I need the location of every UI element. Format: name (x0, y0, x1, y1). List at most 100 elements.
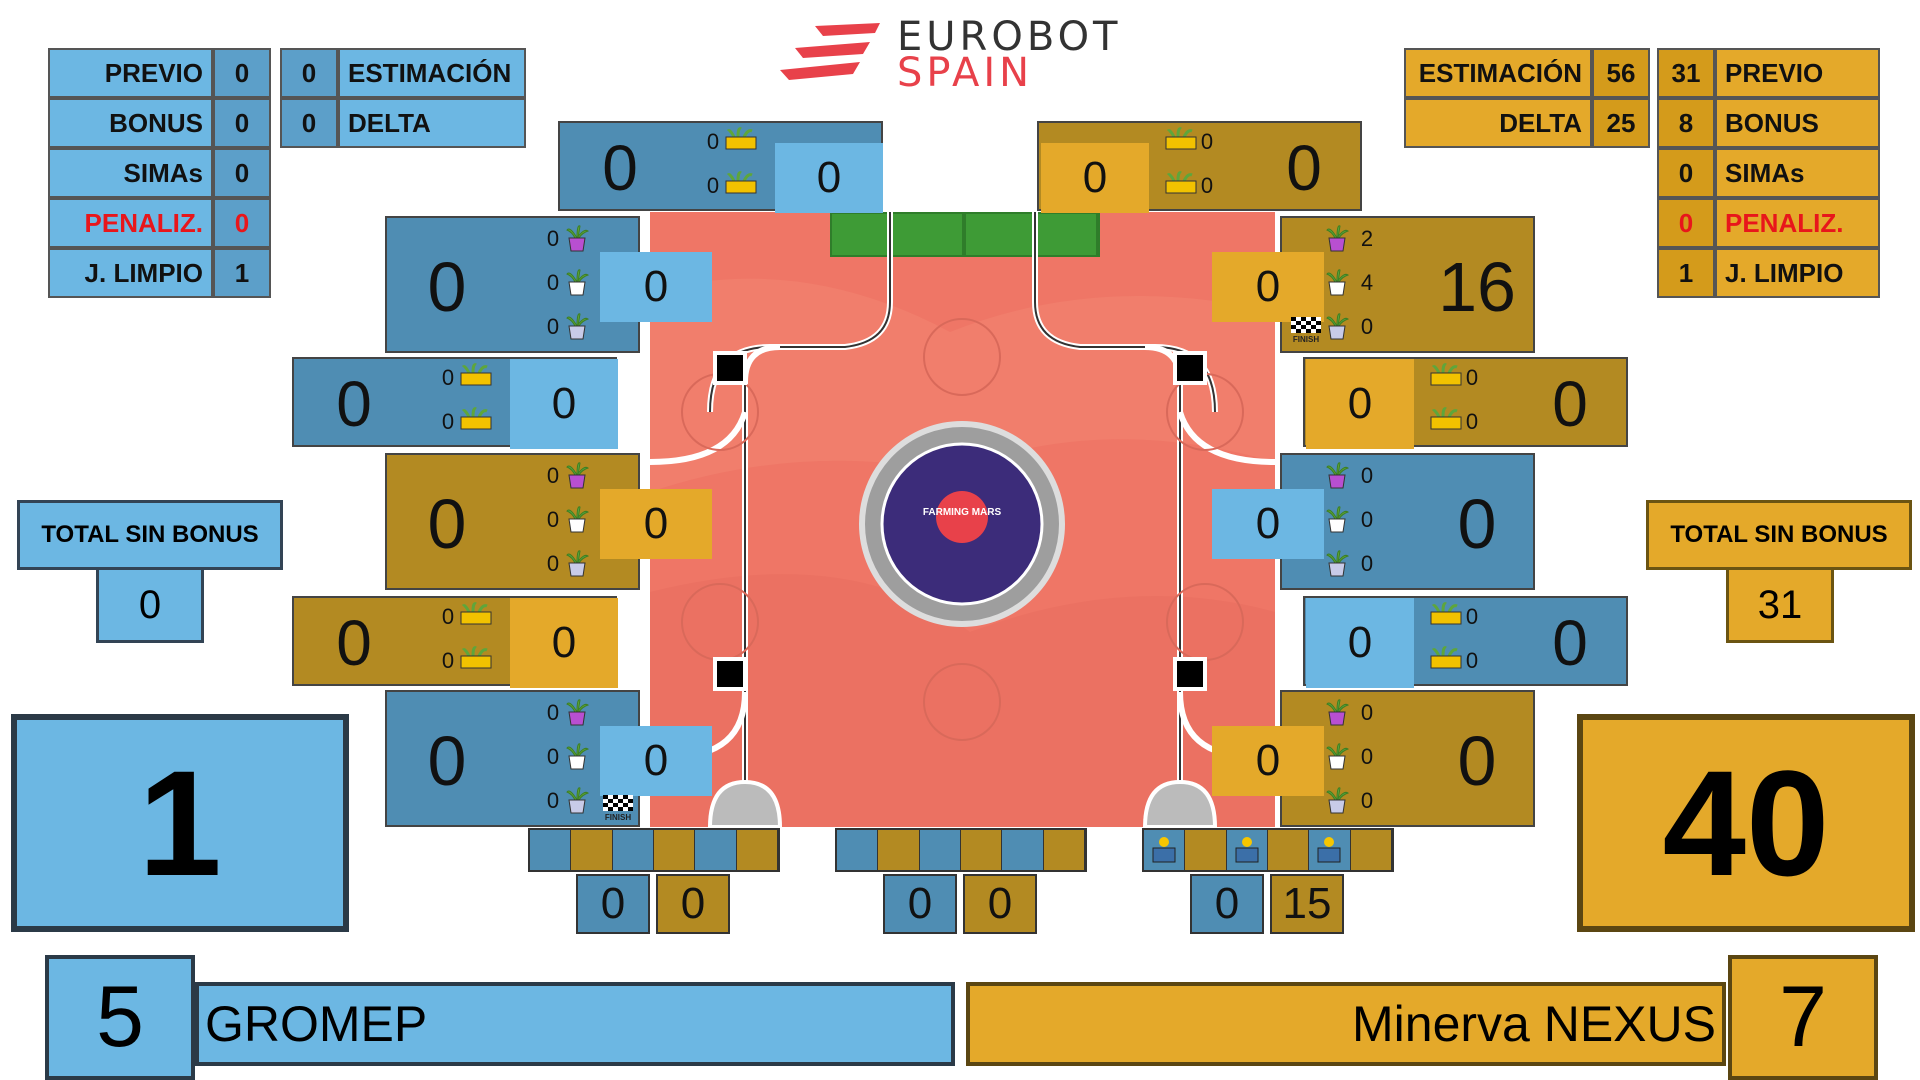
blue-score: 1 (11, 714, 349, 932)
aruco-marker-icon (713, 351, 747, 385)
zone-main-count: 0 (427, 721, 467, 800)
solar-panel-slot (653, 830, 696, 870)
zone-main-count: 0 (427, 484, 467, 563)
plant-pot-icon (1324, 312, 1358, 340)
solar-panel-slot (612, 830, 654, 870)
stat-value: 8 (1657, 98, 1715, 148)
solar-panel-strip (835, 828, 1087, 872)
zone-item-count: 0 (546, 463, 560, 488)
planter-tray-icon (724, 171, 758, 197)
zone-inner-count: 0 (600, 252, 712, 322)
zone-item-count: 0 (1360, 314, 1374, 339)
planter-tray-icon (459, 363, 493, 389)
finish-label: FINISH (1292, 335, 1320, 344)
plant-pot-icon (1324, 268, 1358, 296)
finish-flag-icon: FINISH (1286, 317, 1326, 345)
solar-yellow-count: 0 (963, 874, 1037, 934)
zone-item-count: 0 (546, 314, 560, 339)
scoring-zone: 0 0 0 0 (1037, 121, 1362, 213)
zone-main-count: 0 (1286, 132, 1322, 204)
stat-value: 1 (213, 248, 271, 298)
solar-yellow-count: 15 (1270, 874, 1344, 934)
plant-pot-icon (564, 505, 598, 533)
solar-panel-icon (1144, 830, 1186, 870)
stat-label: PENALIZ. (1715, 198, 1880, 248)
yellow-team-name: Minerva NEXUS (966, 982, 1726, 1066)
plant-pot-icon (564, 698, 598, 726)
plant-pot-icon (564, 224, 598, 252)
stat-label: PREVIO (48, 48, 213, 98)
stat-value: 0 (213, 198, 271, 248)
stat-label: DELTA (1404, 98, 1592, 148)
zone-main-count: 0 (336, 368, 372, 440)
zone-main-count: 0 (336, 607, 372, 679)
plant-pot-icon (1324, 461, 1358, 489)
zone-item-count: 0 (1200, 173, 1214, 198)
solar-panel-slot (878, 830, 920, 870)
plant-pot-icon (1324, 549, 1358, 577)
zone-item-count: 0 (1360, 700, 1374, 725)
solar-panel-slot (571, 830, 613, 870)
zone-inner-count: 0 (1306, 359, 1414, 449)
zone-item-count: 0 (546, 788, 560, 813)
plant-pot-icon (1324, 224, 1358, 252)
solar-panel-slot (960, 830, 1003, 870)
zone-item-count: 2 (1360, 226, 1374, 251)
plant-pot-icon (564, 786, 598, 814)
solar-panel-icon (1309, 830, 1351, 870)
zone-inner-count: 0 (1306, 598, 1414, 688)
stat-label: SIMAs (48, 148, 213, 198)
plant-pot-icon (1324, 505, 1358, 533)
stat-label: PREVIO (1715, 48, 1880, 98)
zone-inner-count: 0 (775, 143, 883, 213)
scoring-zone: 0 0 0 0 0 (385, 690, 712, 827)
zone-item-count: 0 (546, 744, 560, 769)
zone-item-count: 0 (1200, 129, 1214, 154)
playing-field: FARMING MARS (650, 212, 1275, 827)
stat-value: 1 (1657, 248, 1715, 298)
center-badge: FARMING MARS (922, 507, 1002, 518)
zone-item-count: 0 (1465, 648, 1479, 673)
zone-item-count: 0 (546, 270, 560, 295)
aruco-marker-icon (1173, 351, 1207, 385)
zone-item-count: 0 (546, 226, 560, 251)
brand-line2: SPAIN (897, 50, 1034, 96)
zone-item-count: 0 (1360, 507, 1374, 532)
plant-pot-icon (564, 312, 598, 340)
planter-tray-icon (1429, 407, 1463, 433)
zone-inner-count: 0 (1212, 489, 1324, 559)
stat-value: 31 (1657, 48, 1715, 98)
solar-panel-icon (1226, 830, 1268, 870)
zone-inner-count: 0 (1041, 143, 1149, 213)
solar-blue-count: 0 (1190, 874, 1264, 934)
stat-label: J. LIMPIO (48, 248, 213, 298)
solar-panel-strip (528, 828, 780, 872)
plant-pot-icon (564, 742, 598, 770)
finish-flag-icon: FINISH (598, 795, 638, 823)
zone-item-count: 0 (706, 173, 720, 198)
zone-inner-count: 0 (600, 726, 712, 796)
solar-panel-slot (530, 830, 572, 870)
solar-blue-count: 0 (576, 874, 650, 934)
solar-panel-slot (736, 830, 778, 870)
yellow-score: 40 (1577, 714, 1915, 932)
zone-main-count: 0 (1457, 721, 1497, 800)
planter-tray-icon (459, 646, 493, 672)
stat-value: 0 (1657, 148, 1715, 198)
solar-panel-strip (1142, 828, 1394, 872)
zone-inner-count: 0 (1212, 726, 1324, 796)
zone-main-count: 0 (1552, 368, 1588, 440)
plant-pot-icon (564, 268, 598, 296)
zone-inner-count: 0 (510, 598, 618, 688)
zone-item-count: 0 (546, 700, 560, 725)
zone-item-count: 0 (1465, 365, 1479, 390)
zone-item-count: 0 (441, 365, 455, 390)
solar-panel-slot (695, 830, 737, 870)
zone-main-count: 0 (1457, 484, 1497, 563)
zone-item-count: 0 (706, 129, 720, 154)
